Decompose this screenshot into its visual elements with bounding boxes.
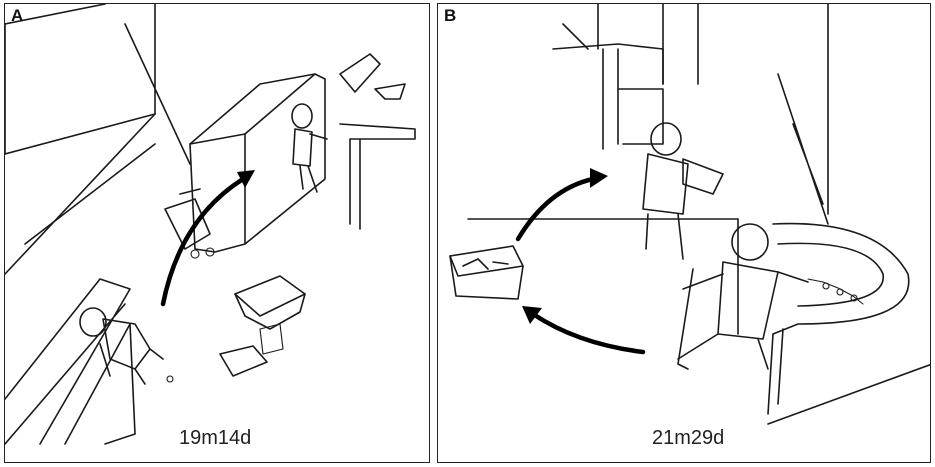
bench-inner <box>777 242 884 307</box>
arrow-a-head <box>237 170 255 188</box>
bench-legs <box>767 328 784 415</box>
shelf-top <box>552 4 664 85</box>
toy-cart <box>164 188 211 250</box>
toy-box-top <box>234 275 306 317</box>
lid <box>259 323 284 355</box>
age-label: 19m14d <box>179 427 252 449</box>
child-standing <box>291 103 328 193</box>
toy-box-body <box>234 293 306 330</box>
chair-b <box>677 268 694 370</box>
illustration-b <box>449 4 930 425</box>
blocks-pile <box>219 345 268 377</box>
box-body-b <box>449 255 524 300</box>
wall-lines <box>5 4 191 165</box>
cabinet-front <box>189 133 246 253</box>
child-crouching <box>79 307 164 385</box>
floor-edge <box>767 363 930 425</box>
child-sitting <box>677 223 809 370</box>
arrow-b-upper-head <box>590 168 608 188</box>
arrow-b-upper <box>515 176 596 242</box>
panel-letter: B <box>444 6 457 25</box>
age-label: 21m29d <box>652 427 725 449</box>
illustration-a <box>5 4 416 445</box>
arrow-b-lower <box>530 311 646 355</box>
wall-left <box>5 4 106 155</box>
right-walls <box>777 4 829 225</box>
items-on-shelf <box>339 53 406 100</box>
cabinet-top <box>189 73 316 145</box>
bead-string <box>807 278 864 305</box>
bench-outer <box>772 222 910 335</box>
arrow-b-lower-head <box>522 306 542 324</box>
box-top-b <box>449 245 524 277</box>
table-right <box>339 123 416 230</box>
panel-b: B 21m29d <box>437 3 931 463</box>
arrow-a <box>160 176 246 307</box>
shelf-frame <box>602 48 664 150</box>
panel-a: A 19m14d <box>4 3 430 463</box>
wall-lines-b <box>662 4 699 85</box>
shelf-line <box>24 143 156 245</box>
panel-letter: A <box>11 6 24 25</box>
wall-diagonal <box>5 113 156 275</box>
cabinet-side <box>244 73 326 245</box>
child-carrying <box>642 122 724 260</box>
